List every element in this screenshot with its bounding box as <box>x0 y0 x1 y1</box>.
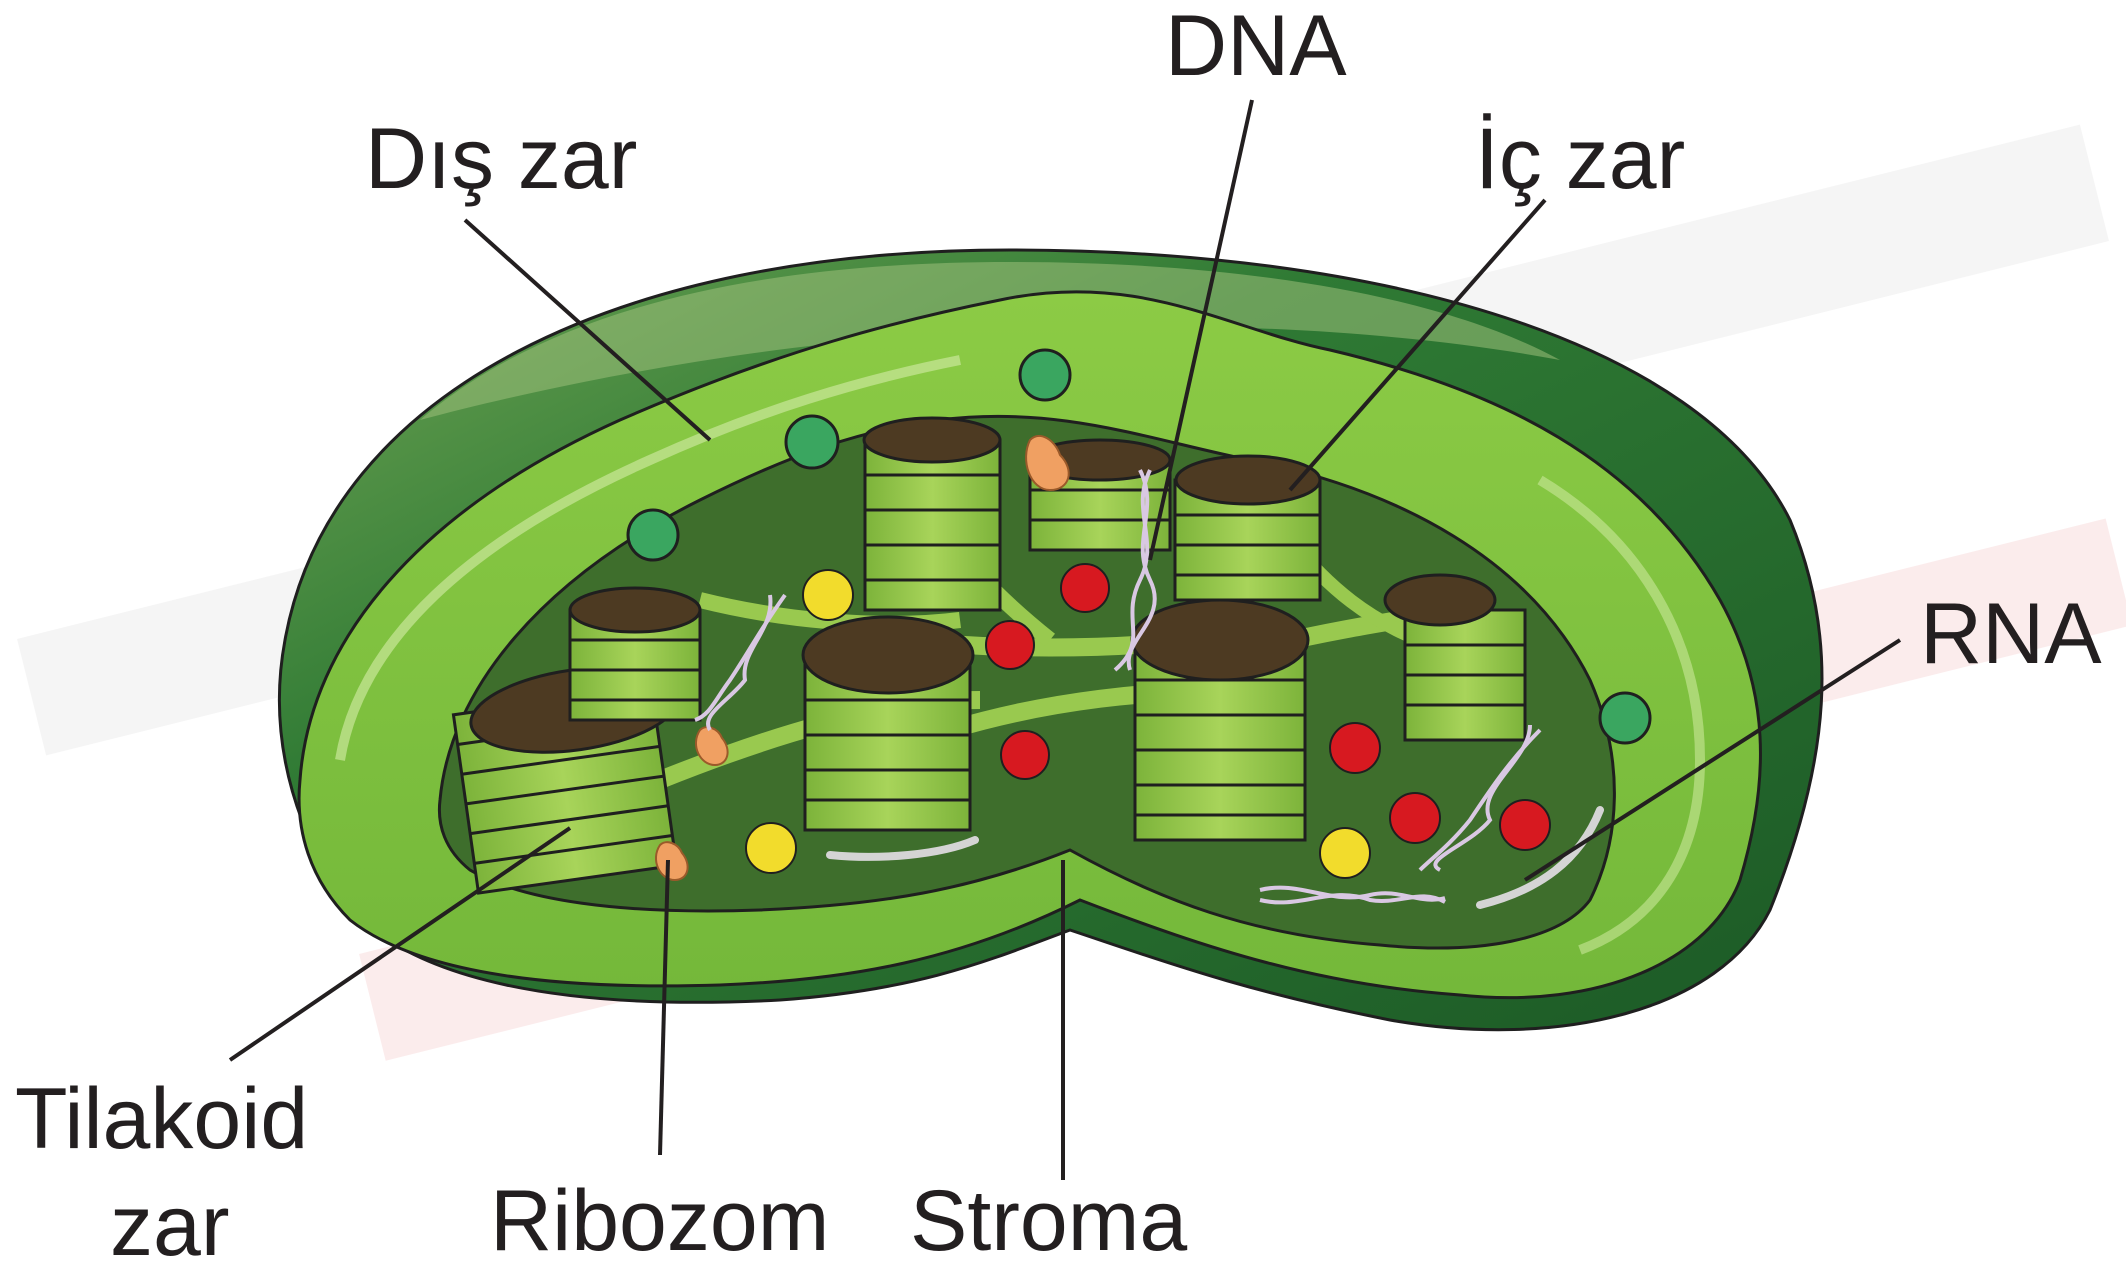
granum-center-right <box>1132 600 1308 840</box>
label-dna: DNA <box>1165 0 1347 94</box>
label-rna: RNA <box>1920 586 2102 682</box>
label-ribozom: Ribozom <box>490 1173 829 1266</box>
label-ic-zar: İç zar <box>1475 111 1685 207</box>
granum-top-center <box>864 418 1000 610</box>
label-tilakoid-zar-line1: Tilakoid <box>15 1071 308 1167</box>
granum-center-left <box>803 617 973 830</box>
label-stroma: Stroma <box>910 1173 1187 1266</box>
granum-left-back <box>570 588 700 720</box>
label-dis-zar: Dış zar <box>365 111 637 207</box>
label-tilakoid-zar-line2: zar <box>110 1178 229 1266</box>
